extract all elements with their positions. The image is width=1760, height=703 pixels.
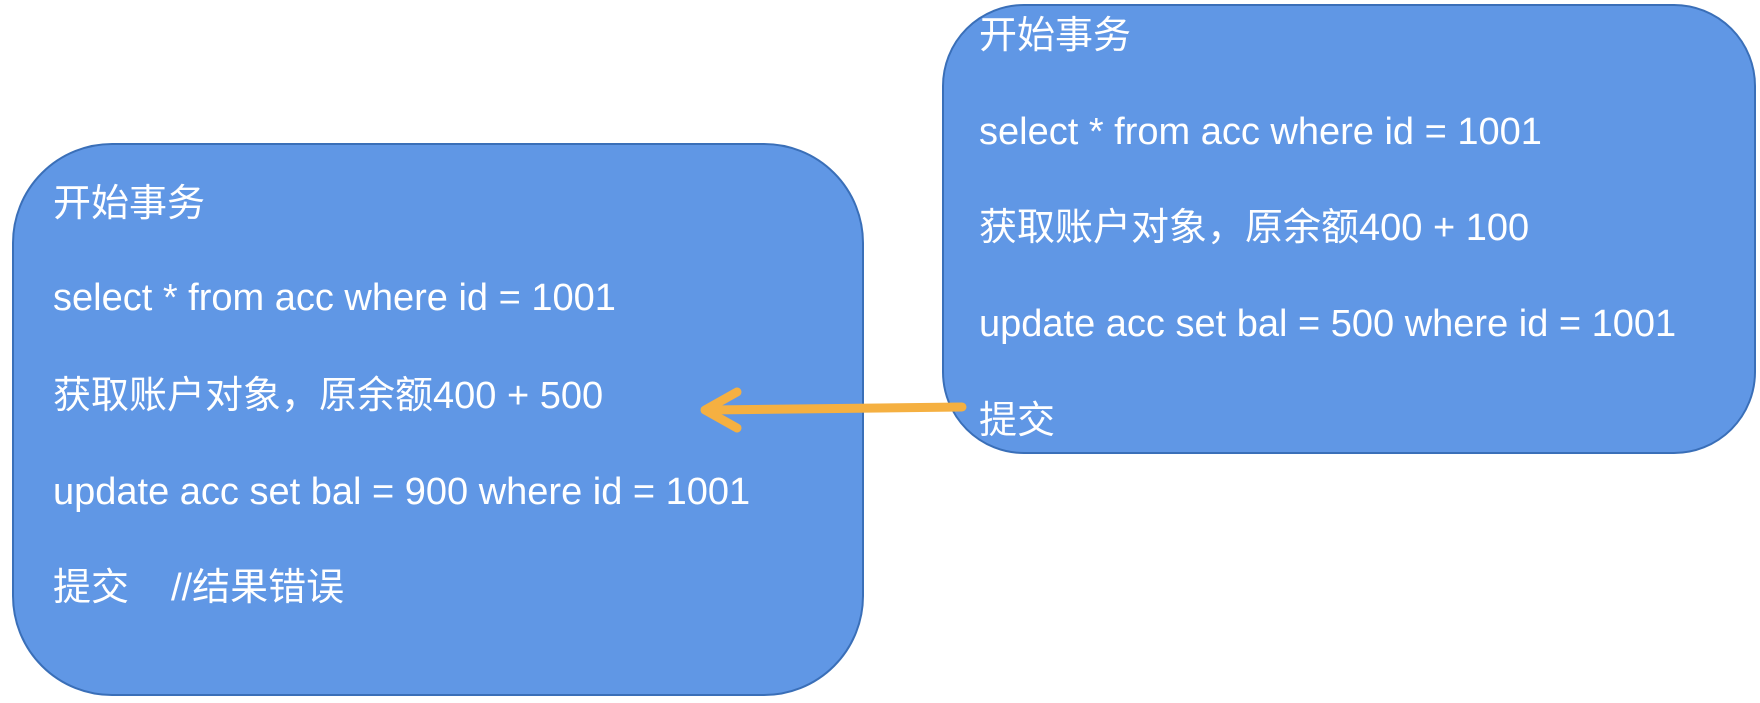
right-commit: 提交 xyxy=(979,400,1056,442)
left-get-account: 获取账户对象，原余额400 + 500 xyxy=(53,375,604,417)
right-get-account: 获取账户对象，原余额400 + 100 xyxy=(979,207,1530,249)
left-commit-line: 提交 //结果错误 xyxy=(53,566,344,610)
right-select-query: select * from acc where id = 1001 xyxy=(979,111,1542,153)
right-begin-transaction: 开始事务 xyxy=(979,15,1132,57)
right-transaction-box xyxy=(942,4,1756,454)
left-begin-transaction: 开始事务 xyxy=(53,183,206,225)
right-update-query: update acc set bal = 500 where id = 1001 xyxy=(979,303,1677,345)
left-error-comment: //结果错误 xyxy=(171,567,345,609)
left-commit: 提交 xyxy=(53,567,130,609)
left-update-query: update acc set bal = 900 where id = 1001 xyxy=(53,471,751,513)
left-select-query: select * from acc where id = 1001 xyxy=(53,277,616,319)
